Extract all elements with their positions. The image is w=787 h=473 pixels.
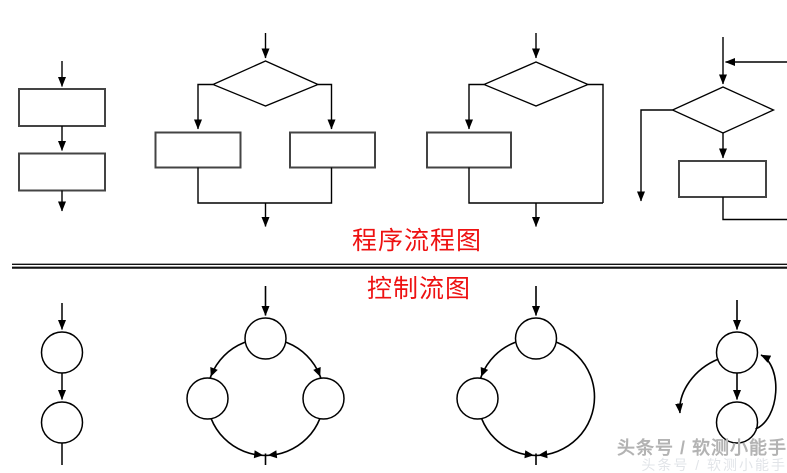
cfg-if-else — [186, 286, 345, 465]
node-circle — [514, 317, 558, 360]
arrowhead — [524, 450, 534, 459]
title-control-flow-graph: 控制流图 — [367, 276, 472, 303]
process-box — [426, 131, 512, 169]
exit-edge — [675, 358, 719, 414]
watermark-faint: 头条号 / 软测小能手 — [641, 457, 787, 473]
flowchart-sequence — [18, 61, 106, 212]
arrowhead — [480, 366, 489, 377]
process-box — [289, 131, 376, 169]
decision-diamond — [670, 86, 776, 134]
node-circle — [715, 331, 759, 374]
cfg-loop — [675, 300, 777, 444]
branch-left — [465, 83, 484, 130]
arrowhead — [538, 450, 548, 459]
node-circle — [456, 377, 499, 420]
flowchart-if-else — [154, 33, 376, 227]
process-box — [18, 88, 106, 127]
node-circle — [715, 401, 759, 444]
process-box — [154, 131, 242, 169]
node-circle — [302, 377, 345, 420]
process-box — [678, 160, 767, 198]
back-edge — [755, 354, 777, 430]
title-program-flowchart: 程序流程图 — [352, 228, 483, 255]
bypass-right — [588, 83, 604, 203]
section-divider — [12, 263, 787, 269]
node-circle — [40, 331, 84, 374]
node-circle — [40, 401, 84, 444]
merge-connector — [197, 167, 333, 204]
watermark-toutiao: 头条号 / 软测小能手 — [616, 438, 787, 458]
branch-left — [194, 83, 213, 130]
node-circle — [244, 317, 287, 360]
decision-diamond — [211, 60, 320, 107]
node-circle — [186, 377, 229, 420]
flowchart-loop — [637, 37, 787, 221]
arrowhead — [253, 450, 264, 459]
flowchart-if-then — [426, 33, 604, 227]
arrowhead — [313, 366, 321, 377]
branch-right — [318, 83, 336, 130]
loop-back-connector — [722, 197, 787, 221]
cfg-if-then — [456, 286, 596, 465]
exit-branch — [637, 109, 673, 202]
arrowhead — [210, 366, 218, 377]
merge-connector — [468, 167, 603, 204]
decision-diamond — [482, 61, 590, 107]
arrowhead — [267, 450, 278, 459]
process-box — [18, 152, 106, 192]
cfg-sequence — [40, 303, 84, 465]
